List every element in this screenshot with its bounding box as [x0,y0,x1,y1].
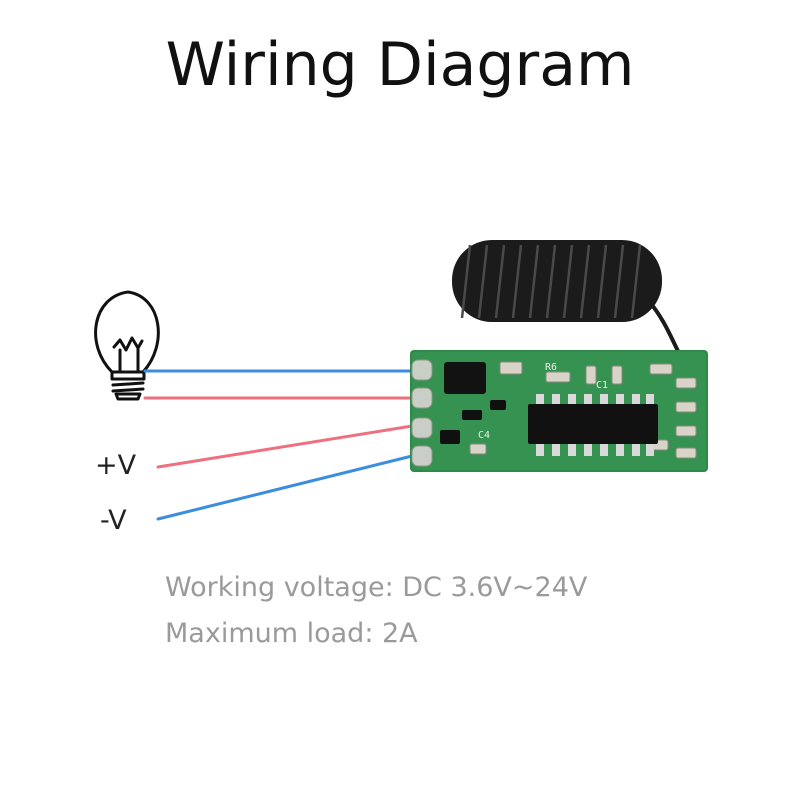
silkscreen-c4: C4 [478,430,490,441]
page-title: Wiring Diagram [165,30,635,100]
wires [143,369,416,521]
silkscreen-c1: C1 [596,380,608,391]
plus-v-label: +V [95,450,137,481]
light-bulb-icon [94,290,160,401]
silkscreen-r6: R6 [545,362,557,373]
maximum-load-text: Maximum load: 2A [165,618,418,649]
blue-wire-minus-v [156,454,414,521]
working-voltage-text: Working voltage: DC 3.6V~24V [165,572,588,603]
spring-antenna [452,240,682,356]
receiver-module: R6 C1 C4 [410,350,708,472]
minus-v-label: -V [100,505,127,536]
red-wire-plus-v [156,424,414,469]
